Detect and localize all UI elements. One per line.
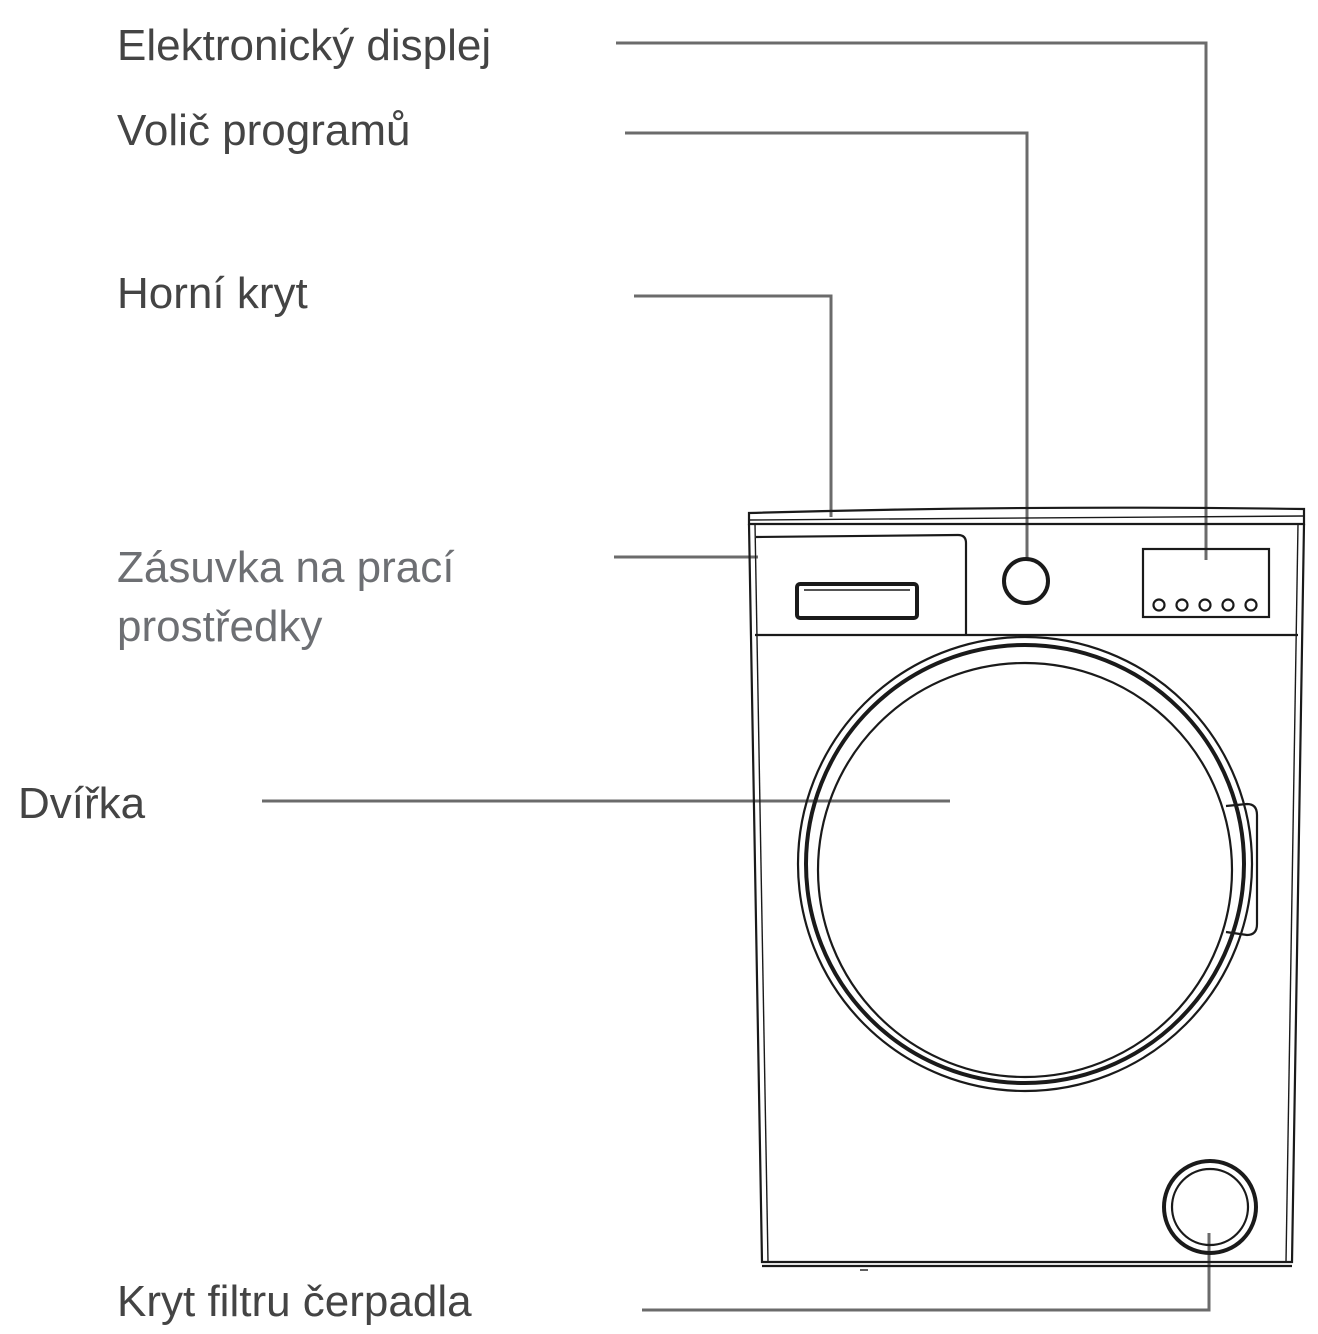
detergent-drawer-handle: [795, 582, 919, 620]
display-button-1: [1152, 598, 1166, 612]
detergent-drawer: [755, 533, 968, 635]
top-cover-edge: [748, 515, 1305, 521]
electronic-display: [1141, 547, 1271, 619]
program-selector-knob: [1002, 557, 1050, 605]
leader-line-display: [616, 41, 1208, 560]
display-button-3: [1198, 598, 1212, 612]
washing-machine: [747, 506, 1306, 1271]
leader-line-pump-filter-cover: [642, 1233, 1211, 1312]
label-top-cover: Horní kryt: [117, 269, 308, 318]
label-pump-filter-cover: Kryt filtru čerpadla: [117, 1277, 472, 1326]
cabinet-inner-left-edge: [754, 523, 769, 1263]
pump-filter-cover-outer: [1162, 1159, 1258, 1255]
top-cover: [747, 506, 1306, 526]
display-buttons: [1152, 598, 1258, 612]
display-button-4: [1221, 598, 1235, 612]
display-button-5: [1244, 598, 1258, 612]
pump-filter-cover-inner: [1170, 1167, 1250, 1247]
label-program-selector: Volič programů: [117, 106, 410, 155]
cabinet-body: [747, 523, 1306, 1264]
leader-line-program-selector: [625, 131, 1029, 560]
label-door: Dvířka: [18, 779, 146, 828]
door-outer-ring: [796, 635, 1254, 1093]
display-button-2: [1175, 598, 1189, 612]
leader-line-top-cover: [634, 294, 833, 517]
label-detergent-drawer-line1: Zásuvka na prací: [117, 543, 455, 592]
door-handle: [1225, 802, 1259, 937]
pump-filter-cover: [1162, 1159, 1258, 1255]
door-glass: [816, 661, 1234, 1079]
door-rim: [804, 643, 1246, 1085]
cabinet-inner-right-edge: [1285, 523, 1299, 1263]
label-electronic-display: Elektronický displej: [117, 21, 491, 70]
label-detergent-drawer-line2: prostředky: [117, 602, 322, 651]
door: [796, 635, 1259, 1093]
